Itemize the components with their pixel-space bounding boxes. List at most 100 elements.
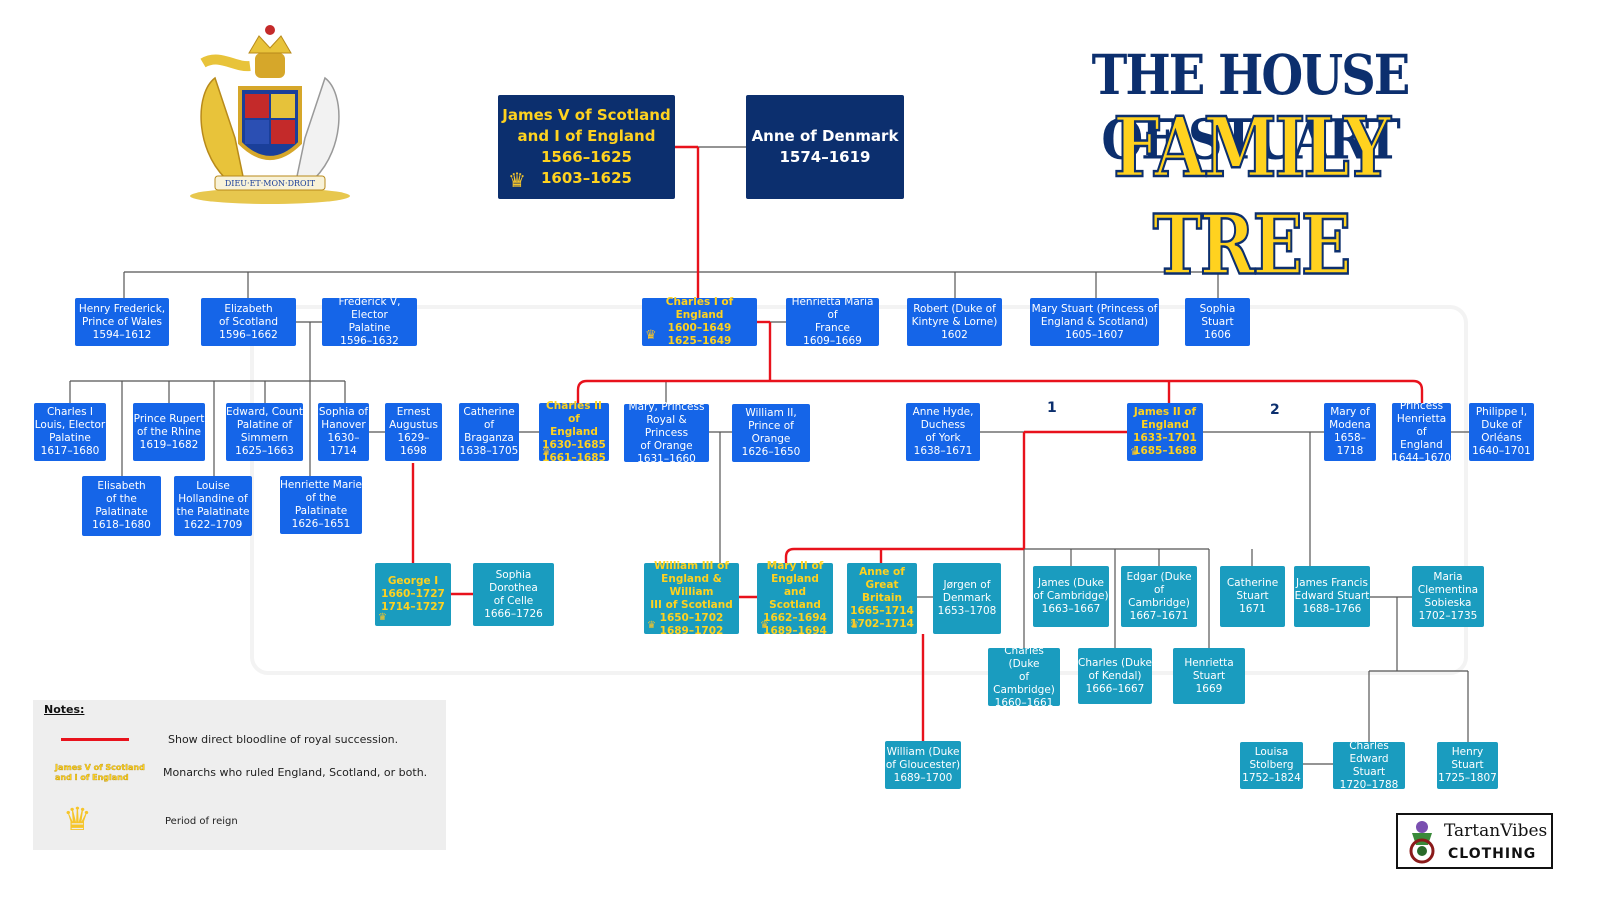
person-frederick-v[interactable]: Frederick V, Elector Palatine 1596–1632 — [322, 296, 417, 347]
person-name: William (Duke of Gloucester) 1689–1700 — [885, 745, 961, 784]
crown-icon: ♛ — [63, 800, 92, 838]
person-mary-stuart[interactable]: Mary Stuart (Princess of England & Scotl… — [1030, 298, 1159, 346]
bloodline-legend-line — [61, 738, 129, 741]
person-name: Anne of Denmark 1574–1619 — [751, 127, 899, 166]
person-louise-hollandine[interactable]: Louise Hollandine of the Palatinate 1622… — [174, 476, 252, 536]
person-jorgen-of-denmark[interactable]: Jørgen of Denmark 1653–1708 — [933, 563, 1001, 634]
person-robert[interactable]: Robert (Duke of Kintyre & Lorne) 1602 — [907, 298, 1002, 346]
person-name: Maria Clementina Sobieska 1702–1735 — [1417, 570, 1479, 622]
person-queen-anne[interactable]: Anne of Great Britain 1665–1714 1702–171… — [847, 563, 917, 634]
notes-panel: Notes: Show direct bloodline of royal su… — [33, 700, 446, 850]
person-henriette-marie[interactable]: Henriette Marie of the Palatinate 1626–1… — [280, 476, 362, 534]
person-james-duke-of-cambridge[interactable]: James (Duke of Cambridge) 1663–1667 — [1033, 566, 1109, 627]
person-charles-i[interactable]: Charles I of England 1600–1649 1625–1649… — [642, 296, 757, 347]
person-mary-ii[interactable]: Mary II of England and Scotland 1662–169… — [757, 560, 833, 637]
coat-of-arms-motto: DIEU·ET·MON·DROIT — [225, 179, 316, 188]
person-name: Anne of Great Britain 1665–1714 1702–171… — [850, 566, 914, 630]
person-elisabeth-palatinate[interactable]: Elisabeth of the Palatinate 1618–1680 — [82, 476, 161, 536]
person-name: Ernest Augustus 1629–1698 — [389, 406, 438, 457]
person-edward-count-palatine[interactable]: Edward, Count Palatine of Simmern 1625–1… — [226, 403, 303, 461]
crown-icon: ♛ — [760, 620, 769, 631]
person-name: Frederick V, Elector Palatine 1596–1632 — [338, 296, 401, 347]
person-charles-louis[interactable]: Charles I Louis, Elector Palatine 1617–1… — [34, 403, 106, 461]
person-prince-rupert[interactable]: Prince Rupert of the Rhine 1619–1682 — [133, 403, 205, 461]
person-edgar-duke-of-cambridge[interactable]: Edgar (Duke of Cambridge) 1667–1671 — [1121, 566, 1197, 627]
person-charles-ii[interactable]: Charles II of England 1630–1685 1661–168… — [539, 400, 609, 464]
person-charles-edward-stuart[interactable]: Charles Edward Stuart 1720–1788 — [1333, 739, 1405, 791]
person-ernest-augustus[interactable]: Ernest Augustus 1629–1698 — [385, 403, 442, 461]
person-name: Catherine of Braganza 1638–1705 — [459, 406, 519, 457]
logo-name: TartanVibes — [1444, 821, 1548, 841]
person-mary-of-modena[interactable]: Mary of Modena 1658–1718 — [1324, 403, 1376, 461]
logo-sub: CLOTHING — [1448, 846, 1537, 862]
person-sophia-stuart[interactable]: Sophia Stuart 1606 — [1185, 298, 1250, 346]
person-name: Mary II of England and Scotland 1662–169… — [763, 559, 827, 637]
person-name: Henry Stuart 1725–1807 — [1438, 746, 1497, 784]
person-name: Charles (Duke of Cambridge) 1660–1661 — [993, 644, 1055, 709]
person-name: Sophia Dorothea of Celle 1666–1726 — [484, 568, 543, 620]
person-name: James Francis Edward Stuart 1688–1766 — [1294, 577, 1370, 615]
monarch-legend-text: Monarchs who ruled England, Scotland, or… — [163, 766, 428, 779]
person-name: Henriette Marie of the Palatinate 1626–1… — [280, 479, 362, 530]
crown-icon: ♛ — [850, 620, 859, 631]
person-sophia-of-hanover[interactable]: Sophia of Hanover 1630–1714 — [318, 403, 369, 461]
person-charles-duke-of-kendal[interactable]: Charles (Duke of Kendal) 1666–1667 — [1078, 648, 1152, 704]
person-name: Mary Stuart (Princess of England & Scotl… — [1031, 302, 1158, 341]
person-name: Sophia Stuart 1606 — [1199, 302, 1236, 341]
person-princess-henrietta[interactable]: Princess Henrietta of England 1644–1670 — [1392, 400, 1451, 464]
person-anne-hyde[interactable]: Anne Hyde, Duchess of York 1638–1671 — [906, 403, 980, 461]
person-name: Sophia of Hanover 1630–1714 — [318, 406, 369, 457]
person-henrietta-stuart[interactable]: Henrietta Stuart 1669 — [1173, 648, 1245, 704]
person-name: Princess Henrietta of England 1644–1670 — [1392, 399, 1451, 464]
person-henry-frederick[interactable]: Henry Frederick, Prince of Wales 1594–16… — [75, 298, 169, 346]
person-philippe-orleans[interactable]: Philippe I, Duke of Orléans 1640–1701 — [1469, 403, 1534, 461]
person-name: Charles II of England 1630–1685 1661–168… — [542, 399, 606, 464]
person-name: Louisa Stolberg 1752–1824 — [1242, 746, 1301, 784]
title-line-1: THE HOUSE OF STUART — [1091, 43, 1411, 173]
person-catherine-stuart[interactable]: Catherine Stuart 1671 — [1220, 566, 1285, 627]
person-name: Henrietta Maria of France 1609–1669 — [791, 296, 874, 347]
person-james-francis-edward[interactable]: James Francis Edward Stuart 1688–1766 — [1294, 566, 1370, 627]
person-name: Elizabeth of Scotland 1596–1662 — [218, 302, 279, 341]
person-name: Robert (Duke of Kintyre & Lorne) 1602 — [911, 302, 998, 341]
person-name: Henrietta Stuart 1669 — [1184, 656, 1234, 695]
person-name: James (Duke of Cambridge) 1663–1667 — [1033, 577, 1109, 615]
notes-title: Notes: — [44, 703, 85, 716]
person-name: William II, Prince of Orange 1626–1650 — [741, 407, 801, 458]
person-sophia-dorothea[interactable]: Sophia Dorothea of Celle 1666–1726 — [473, 563, 554, 626]
person-name: Charles Edward Stuart 1720–1788 — [1339, 739, 1399, 791]
person-name: Mary, Princess Royal & Princess of Orang… — [628, 400, 705, 465]
marriage-label-2: 2 — [1270, 402, 1280, 418]
person-name: James II of England 1633–1701 1685–1688 — [1133, 406, 1197, 457]
crown-icon: ♛ — [508, 168, 526, 192]
person-elizabeth-of-scotland[interactable]: Elizabeth of Scotland 1596–1662 — [201, 298, 296, 346]
person-james-ii[interactable]: James II of England 1633–1701 1685–1688♛ — [1127, 403, 1203, 461]
person-name: Catherine Stuart 1671 — [1226, 577, 1279, 615]
person-henrietta-maria[interactable]: Henrietta Maria of France 1609–1669 — [786, 296, 879, 347]
person-maria-clementina[interactable]: Maria Clementina Sobieska 1702–1735 — [1412, 566, 1484, 627]
person-mary-princess-royal[interactable]: Mary, Princess Royal & Princess of Orang… — [624, 401, 709, 465]
person-anne-of-denmark[interactable]: Anne of Denmark 1574–1619 — [746, 95, 904, 199]
person-louisa-stolberg[interactable]: Louisa Stolberg 1752–1824 — [1240, 742, 1303, 789]
royal-coat-of-arms-icon: DIEU·ET·MON·DROIT — [190, 25, 350, 204]
crown-icon: ♛ — [542, 447, 551, 458]
person-charles-duke-of-cambridge[interactable]: Charles (Duke of Cambridge) 1660–1661 — [988, 645, 1060, 709]
person-henry-stuart[interactable]: Henry Stuart 1725–1807 — [1437, 742, 1498, 789]
person-name: Elisabeth of the Palatinate 1618–1680 — [92, 480, 151, 531]
person-catherine-of-braganza[interactable]: Catherine of Braganza 1638–1705 — [459, 403, 519, 461]
person-george-i[interactable]: George I 1660–1727 1714–1727♛ — [375, 563, 451, 626]
person-name: Jørgen of Denmark 1653–1708 — [937, 579, 997, 617]
title-line-2: FAMILY TREE — [1112, 97, 1391, 295]
person-james-i[interactable]: James V of Scotland and I of England 156… — [498, 95, 675, 199]
tartanvibes-logo: TartanVibes CLOTHING — [1396, 813, 1553, 869]
person-william-iii[interactable]: William III of England & William III of … — [644, 560, 739, 637]
person-name: Anne Hyde, Duchess of York 1638–1671 — [912, 406, 974, 457]
person-william-ii[interactable]: William II, Prince of Orange 1626–1650 — [732, 404, 810, 462]
person-name: Charles I of England 1600–1649 1625–1649 — [665, 296, 734, 347]
monarch-legend-sample: James V of Scotland and I of England — [55, 763, 145, 782]
marriage-label-1: 1 — [1047, 400, 1057, 416]
crown-icon: ♛ — [1130, 447, 1139, 458]
person-name: William III of England & William III of … — [650, 559, 733, 637]
person-william-duke-of-gloucester[interactable]: William (Duke of Gloucester) 1689–1700 — [885, 741, 961, 789]
person-name: Edgar (Duke of Cambridge) 1667–1671 — [1126, 570, 1192, 622]
